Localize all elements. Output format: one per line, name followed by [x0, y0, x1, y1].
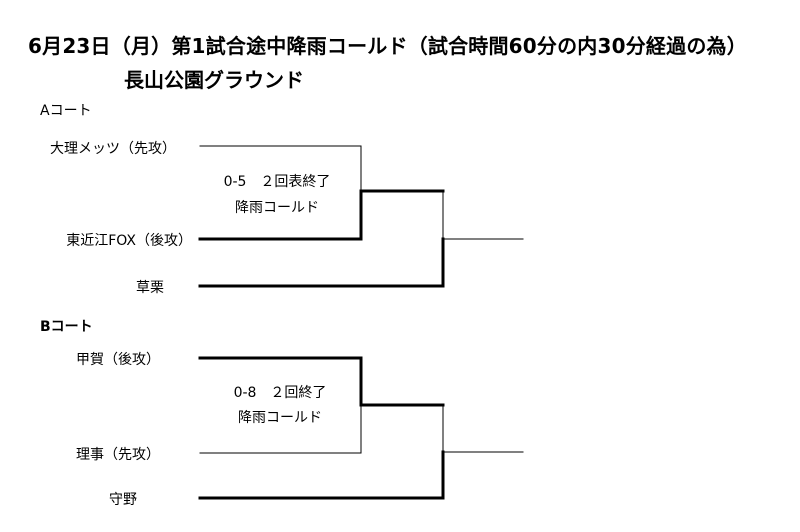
court-b-result-note: 降雨コールド — [238, 410, 322, 426]
court-a-team-2: 東近江FOX（後攻） — [66, 233, 192, 249]
venue-title: 長山公園グラウンド — [124, 68, 304, 92]
court-b-team-3: 守野 — [109, 492, 137, 508]
court-a-team-3: 草栗 — [136, 280, 164, 296]
court-b-label: Bコート — [40, 319, 93, 335]
court-a-result-note: 降雨コールド — [235, 200, 319, 216]
page-title: 6月23日（月）第1試合途中降雨コールド（試合時間60分の内30分経過の為） — [28, 34, 747, 58]
court-a-label: Aコート — [40, 103, 92, 119]
court-a-result-score: 0-5 ２回表終了 — [223, 174, 331, 190]
court-b-team-2: 理事（先攻） — [76, 447, 160, 463]
court-b-result-score: 0-8 ２回終了 — [233, 385, 327, 401]
court-a-team-1: 大理メッツ（先攻） — [50, 141, 176, 157]
court-b-team-1: 甲賀（後攻） — [76, 352, 160, 368]
